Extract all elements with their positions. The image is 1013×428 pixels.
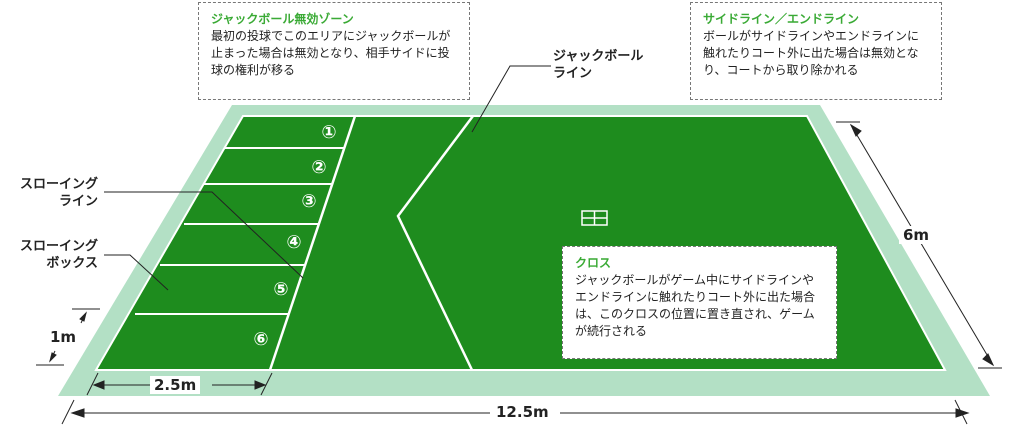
label-throwing-line: スローイング ライン: [19, 177, 98, 209]
box-number-5: ⑤: [273, 279, 288, 300]
jack-ball-line: [396, 115, 474, 371]
callout-cross: クロス ジャックボールがゲーム中にサイドラインやエンドラインに触れたりコート外に…: [562, 246, 837, 359]
box-number-4: ④: [286, 232, 301, 253]
leader-throwing-box: [104, 254, 169, 291]
leader-jack-line: [471, 65, 551, 133]
box-number-6: ⑥: [253, 329, 268, 350]
throwing-line: [268, 115, 357, 371]
dim-2-5m-line: [86, 372, 273, 396]
cross-marker-icon: [581, 210, 608, 226]
callout-cross-body: ジャックボールがゲーム中にサイドラインやエンドラインに触れたりコート外に出た場合…: [575, 273, 816, 338]
callout-jack-invalid-body: 最初の投球でこのエリアにジャックボールが止まった場合は無効となり、相手サイドに投…: [211, 29, 451, 77]
callout-side-end-title: サイドライン／エンドライン: [703, 12, 860, 26]
dim-6m-line: [836, 121, 1002, 369]
dim-1m-label: 1m: [46, 328, 81, 346]
callout-side-end-body: ボールがサイドラインやエンドラインに触れたりコート外に出た場合は無効となり、コー…: [703, 29, 920, 77]
callout-jack-invalid-title: ジャックボール無効ゾーン: [211, 12, 354, 26]
dim-2-5m-label: 2.5m: [150, 376, 201, 394]
dim-1m-line: [36, 308, 100, 366]
label-throwing-box: スローイング ボックス: [19, 239, 98, 271]
leader-throwing-line: [104, 191, 304, 279]
callout-side-end-line: サイドライン／エンドライン ボールがサイドラインやエンドラインに触れたりコート外…: [690, 2, 942, 100]
dim-6m-label: 6m: [899, 226, 934, 244]
label-jack-ball-line: ジャックボール ライン: [553, 49, 644, 81]
box-number-3: ③: [301, 191, 316, 212]
throwing-box-dividers: [135, 147, 344, 315]
callout-jack-invalid-zone: ジャックボール無効ゾーン 最初の投球でこのエリアにジャックボールが止まった場合は…: [198, 2, 470, 100]
callout-cross-title: クロス: [575, 256, 612, 270]
box-number-2: ②: [311, 157, 326, 178]
dim-12-5m-line: [61, 399, 970, 425]
dim-12-5m-label: 12.5m: [492, 403, 553, 421]
box-number-1: ①: [321, 122, 336, 143]
